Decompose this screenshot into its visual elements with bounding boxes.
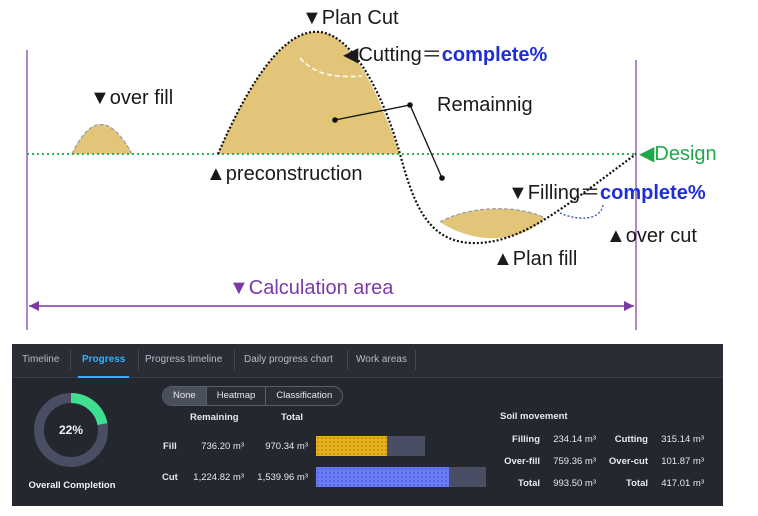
soil-movement-title: Soil movement (500, 411, 568, 422)
filling-label: ▼Filling＝complete% (508, 183, 706, 203)
preconstruction-label: ▲preconstruction (206, 163, 363, 185)
cut-progress-bar (316, 467, 486, 487)
plan-fill-label: ▲Plan fill (493, 248, 578, 270)
cutting-label: ◀Cutting＝complete% (343, 45, 547, 65)
filling-progress-curve (559, 204, 604, 219)
filling-label: Filling (512, 434, 540, 445)
cut-progress-fill (316, 467, 449, 487)
donut-progress-arc (34, 393, 108, 467)
donut-chart (34, 393, 108, 467)
filling-prefix: ▼Filling＝ (508, 182, 601, 204)
cutting-value: 315.14 m³ (661, 434, 704, 445)
tab-separator (234, 350, 235, 370)
progress-panel: Timeline Progress Progress timeline Dail… (12, 344, 723, 506)
fill-progress-fill (316, 436, 388, 456)
arrow-head-left (29, 301, 39, 311)
overall-percent: 22% (58, 423, 84, 437)
over-fill-outline (71, 124, 133, 155)
remaining-dot-2 (407, 102, 413, 108)
over-fill-label: ▼over fill (90, 87, 174, 109)
over-cut-value: 101.87 m³ (661, 456, 704, 467)
tab-separator (347, 350, 348, 370)
over-fill-mound (72, 124, 132, 154)
over-fill-label: Over-fill (504, 456, 540, 467)
tab-work-areas[interactable]: Work areas (356, 354, 407, 365)
tab-progress[interactable]: Progress (78, 344, 130, 378)
remaining-dot-3 (439, 175, 445, 181)
filling-complete: complete% (600, 182, 706, 204)
overall-completion-label: Overall Completion (28, 480, 116, 491)
design-label: ◀Design (639, 143, 717, 165)
view-mode-classification[interactable]: Classification (265, 387, 342, 405)
over-fill-value: 759.36 m³ (553, 456, 596, 467)
cut-row-label: Cut (162, 472, 178, 483)
fill-total-value: 970.34 m³ (265, 441, 308, 452)
cut-hill (218, 31, 400, 154)
fill-row-label: Fill (163, 441, 177, 452)
cutting-label: Cutting (614, 434, 648, 445)
fill-valley (440, 208, 545, 239)
cut-remaining-value: 1,224.82 m³ (193, 472, 244, 483)
calculation-area-label: ▼Calculation area (229, 277, 394, 299)
remaining-pointer-2 (409, 104, 443, 179)
cutting-prefix: ◀Cutting＝ (343, 44, 442, 66)
cutting-total-value: 417.01 m³ (661, 478, 704, 489)
tab-timeline[interactable]: Timeline (22, 354, 60, 365)
tab-daily-progress-chart[interactable]: Daily progress chart (244, 354, 333, 365)
total-header: Total (281, 412, 303, 423)
arrow-head-right (624, 301, 634, 311)
tab-separator (70, 350, 71, 370)
remaining-pointer-1 (334, 104, 411, 121)
fill-progress-bar (316, 436, 425, 456)
over-cut-label: ▲over cut (606, 225, 697, 247)
plan-fill-outline (439, 208, 546, 223)
cut-total-value: 1,539.96 m³ (257, 472, 308, 483)
tab-progress-timeline[interactable]: Progress timeline (145, 354, 223, 365)
view-mode-heatmap[interactable]: Heatmap (205, 387, 266, 405)
tab-separator (415, 350, 416, 370)
cutting-progress-curve (299, 57, 363, 78)
view-mode-none[interactable]: None (163, 387, 206, 405)
tab-bar: Timeline Progress Progress timeline Dail… (12, 344, 723, 378)
tab-separator (138, 350, 139, 370)
fill-remaining-value: 736.20 m³ (201, 441, 244, 452)
current-ground-line (216, 30, 637, 245)
over-cut-label: Over-cut (608, 456, 648, 467)
cutting-complete: complete% (441, 44, 548, 66)
plan-cut-label: ▼Plan Cut (302, 7, 399, 29)
remaining-header: Remaining (190, 412, 239, 423)
cutting-total-label: Total (626, 478, 648, 489)
filling-total-value: 993.50 m³ (553, 478, 596, 489)
filling-total-label: Total (518, 478, 540, 489)
cut-fill-diagram: ▼Plan Cut ◀Cutting＝complete% ▼over fill … (26, 7, 717, 330)
filling-value: 234.14 m³ (553, 434, 596, 445)
cut-fill-illustration (26, 30, 637, 330)
view-mode-selector: None Heatmap Classification (162, 386, 344, 406)
remaining-dot-1 (332, 117, 338, 123)
remaining-label: Remainnig (437, 94, 533, 116)
overall-completion-donut: 22% (32, 391, 110, 469)
